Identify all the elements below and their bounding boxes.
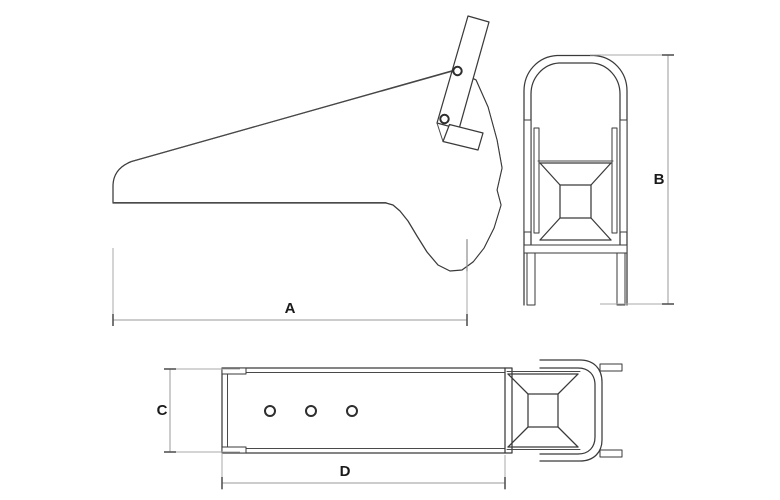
- side-elevation-view: [112, 15, 503, 272]
- plan-spool-right-flare: [557, 373, 579, 448]
- front-spool-right-flare: [590, 162, 612, 241]
- front-spool-left-flare: [539, 162, 561, 241]
- front-right-inner-rail: [611, 127, 618, 234]
- plan-yoke-lug-bottom: [599, 449, 623, 458]
- side-lever-pivot-hole-lower: [439, 113, 450, 125]
- front-elevation-view: [523, 54, 628, 306]
- plan-yoke-inner: [539, 367, 596, 455]
- front-cross-rail: [523, 244, 628, 254]
- dimension-C: C: [157, 368, 240, 453]
- dimension-A-label: A: [285, 300, 296, 317]
- front-arch-inner: [530, 62, 621, 306]
- dimension-C-label: C: [157, 402, 168, 419]
- dimension-D-label: D: [340, 463, 351, 480]
- dimension-B: B: [590, 54, 674, 305]
- front-right-upright: [619, 119, 628, 233]
- side-top-edge-line: [131, 70, 456, 162]
- front-left-upright: [523, 119, 532, 233]
- plan-left-bottom-cap: [221, 446, 247, 454]
- plan-mounting-hole-2: [305, 405, 317, 417]
- plan-top-view: [221, 359, 623, 462]
- side-lever-left-edge: [436, 122, 444, 142]
- plan-left-top-cap: [221, 367, 247, 375]
- side-lever-pivot-hole-upper: [452, 65, 463, 77]
- plan-mounting-hole-1: [264, 405, 276, 417]
- plan-yoke-lug-top: [599, 363, 623, 372]
- plan-mounting-hole-3: [346, 405, 358, 417]
- front-left-inner-rail: [533, 127, 540, 234]
- dimension-A: A: [112, 240, 468, 326]
- side-rear-head-profile: [454, 69, 503, 263]
- front-arch-outer: [523, 54, 628, 306]
- plan-yoke-outer: [539, 359, 603, 462]
- dimension-D: D: [221, 453, 506, 490]
- dimension-B-label: B: [654, 171, 665, 188]
- front-left-leg: [526, 252, 536, 306]
- front-right-leg: [616, 252, 626, 306]
- plan-spool-left-flare: [507, 373, 529, 448]
- side-lever-lug: [442, 123, 484, 151]
